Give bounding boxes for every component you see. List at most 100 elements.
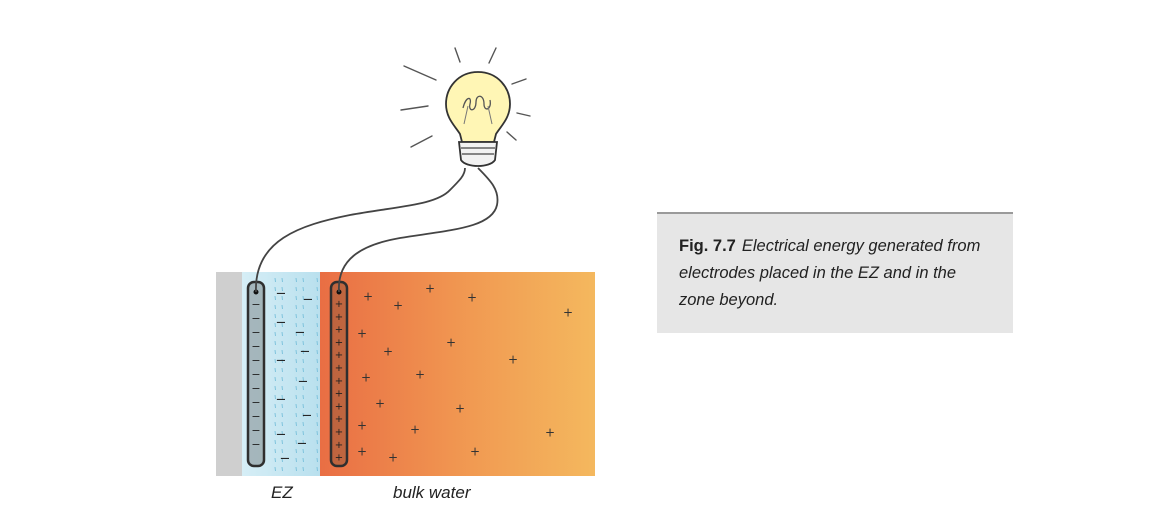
ez-texture-stroke — [302, 466, 304, 472]
ez-texture-stroke — [316, 340, 318, 346]
ez-texture-stroke — [281, 304, 283, 310]
ez-texture-stroke — [295, 367, 297, 373]
ez-texture-stroke — [302, 331, 304, 337]
electrode-positive-signs: +++++++++++++ — [335, 299, 343, 464]
ez-texture-stroke — [274, 385, 276, 391]
ez-texture-stroke — [274, 367, 276, 373]
ez-texture-stroke — [295, 295, 297, 301]
glow-ray-icon — [400, 105, 429, 111]
ez-texture-stroke — [274, 349, 276, 355]
electrode-negative-sign: − — [251, 368, 260, 381]
ez-texture-stroke — [281, 403, 283, 409]
ez-label: EZ — [271, 483, 293, 502]
ez-texture-stroke — [302, 304, 304, 310]
ez-texture-stroke — [281, 286, 283, 292]
bulk-water-zone — [320, 272, 595, 476]
ez-texture-stroke — [302, 412, 304, 418]
electrode-negative-sign: − — [251, 438, 260, 451]
negative-charge: − — [302, 409, 313, 424]
electrode-positive-sign: + — [335, 414, 343, 425]
glow-ray-icon — [511, 78, 527, 85]
negative-charge: − — [276, 287, 287, 302]
negative-charge: − — [276, 428, 287, 443]
electrode-negative-sign: − — [251, 396, 260, 409]
ez-texture-stroke — [316, 277, 318, 283]
positive-charge: + — [410, 423, 420, 437]
glow-ray-icon — [454, 47, 461, 63]
ez-texture-stroke — [295, 349, 297, 355]
ez-texture — [274, 277, 318, 472]
negative-charge: − — [280, 452, 291, 467]
wall-surface — [216, 272, 242, 476]
electrode-positive-sign: + — [335, 312, 343, 323]
bulk-water-label: bulk water — [393, 483, 471, 502]
ez-texture-stroke — [295, 340, 297, 346]
ez-texture-stroke — [281, 349, 283, 355]
ez-texture-stroke — [316, 457, 318, 463]
electrode-positive-sign: + — [335, 299, 343, 310]
ez-texture-stroke — [281, 295, 283, 301]
ez-texture-stroke — [295, 457, 297, 463]
ez-texture-stroke — [295, 385, 297, 391]
positive-charge: + — [361, 371, 371, 385]
ez-texture-stroke — [316, 403, 318, 409]
electrode-positive-sign: + — [335, 427, 343, 438]
negative-charges: −−−−−−−−−−−− — [276, 287, 314, 467]
ez-texture-stroke — [274, 286, 276, 292]
electrode-positive-sign: + — [335, 389, 343, 400]
ez-texture-stroke — [316, 349, 318, 355]
ez-texture-stroke — [316, 394, 318, 400]
electrode-contact-dot — [253, 289, 259, 295]
ez-texture-stroke — [316, 304, 318, 310]
ez-texture-stroke — [281, 457, 283, 463]
ez-texture-stroke — [274, 448, 276, 454]
glow-ray-icon — [403, 65, 437, 81]
ez-texture-stroke — [316, 385, 318, 391]
ez-texture-stroke — [302, 430, 304, 436]
ez-texture-stroke — [302, 448, 304, 454]
ez-texture-stroke — [295, 376, 297, 382]
ez-texture-stroke — [302, 376, 304, 382]
light-bulb-icon — [445, 71, 511, 167]
ez-texture-stroke — [302, 439, 304, 445]
ez-texture-stroke — [274, 403, 276, 409]
ez-texture-stroke — [274, 277, 276, 283]
ez-texture-stroke — [281, 277, 283, 283]
electrode-negative-sign: − — [251, 326, 260, 339]
ez-texture-stroke — [281, 439, 283, 445]
ez-texture-stroke — [316, 376, 318, 382]
ez-texture-stroke — [281, 340, 283, 346]
ez-texture-stroke — [274, 439, 276, 445]
positive-charge: + — [470, 445, 480, 459]
electrode-negative-sign: − — [251, 354, 260, 367]
electrode-positive-sign: + — [335, 363, 343, 374]
positive-charge: + — [446, 336, 456, 350]
ez-texture-stroke — [281, 367, 283, 373]
ez-electrode: −−−−−−−−−−− — [246, 280, 266, 468]
ez-texture-stroke — [274, 304, 276, 310]
glow-ray-icon — [488, 47, 497, 64]
ez-texture-stroke — [295, 331, 297, 337]
ez-texture-stroke — [302, 322, 304, 328]
positive-charge: + — [357, 419, 367, 433]
ez-texture-stroke — [274, 394, 276, 400]
ez-texture-stroke — [302, 394, 304, 400]
positive-charge: + — [455, 402, 465, 416]
figure-caption-text: Electrical energy generated from electro… — [679, 237, 981, 309]
negative-charge: − — [297, 437, 308, 452]
ez-texture-stroke — [295, 286, 297, 292]
glow-rays — [400, 47, 531, 148]
ez-texture-stroke — [281, 448, 283, 454]
ez-texture-stroke — [302, 295, 304, 301]
ez-texture-stroke — [295, 403, 297, 409]
ez-texture-stroke — [302, 385, 304, 391]
bulk-electrode: +++++++++++++ — [329, 280, 349, 468]
positive-charge: + — [425, 282, 435, 296]
ez-texture-stroke — [281, 466, 283, 472]
ez-texture-stroke — [316, 367, 318, 373]
ez-texture-stroke — [316, 466, 318, 472]
positive-charge: + — [563, 306, 573, 320]
negative-charge: − — [300, 345, 311, 360]
negative-charge: − — [276, 354, 287, 369]
